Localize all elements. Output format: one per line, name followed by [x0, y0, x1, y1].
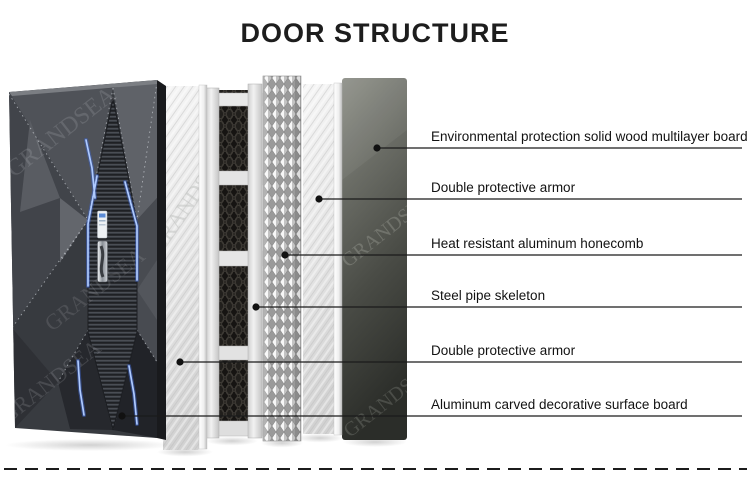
layer-steel-skeleton — [205, 83, 263, 446]
label-steel-skeleton: Steel pipe skeleton — [431, 288, 546, 303]
dashed-divider — [4, 468, 747, 471]
label-environmental-board: Environmental protection solid wood mult… — [431, 129, 748, 144]
layer-armor-front: GRANDSEA — [157, 84, 213, 457]
label-double-armor-back: Double protective armor — [431, 180, 576, 195]
layer-aluminum-honeycomb — [261, 75, 303, 448]
led-strips — [76, 138, 139, 426]
layer-decorative-surface: GRANDSEA GRANDSEA GRANDSEA — [5, 80, 175, 451]
label-decorative-surface: Aluminum carved decorative surface board — [431, 397, 688, 412]
connector-lines — [122, 147, 742, 417]
layer-armor-back — [296, 82, 344, 443]
connector-dots — [118, 144, 381, 420]
page-title: DOOR STRUCTURE — [240, 18, 510, 48]
label-aluminum-honeycomb: Heat resistant aluminum honecomb — [431, 236, 644, 251]
layer-environmental-board: GRANDSEA GRANDSEA — [342, 78, 407, 447]
door-handle — [97, 210, 108, 283]
label-double-armor-front: Double protective armor — [431, 343, 576, 358]
